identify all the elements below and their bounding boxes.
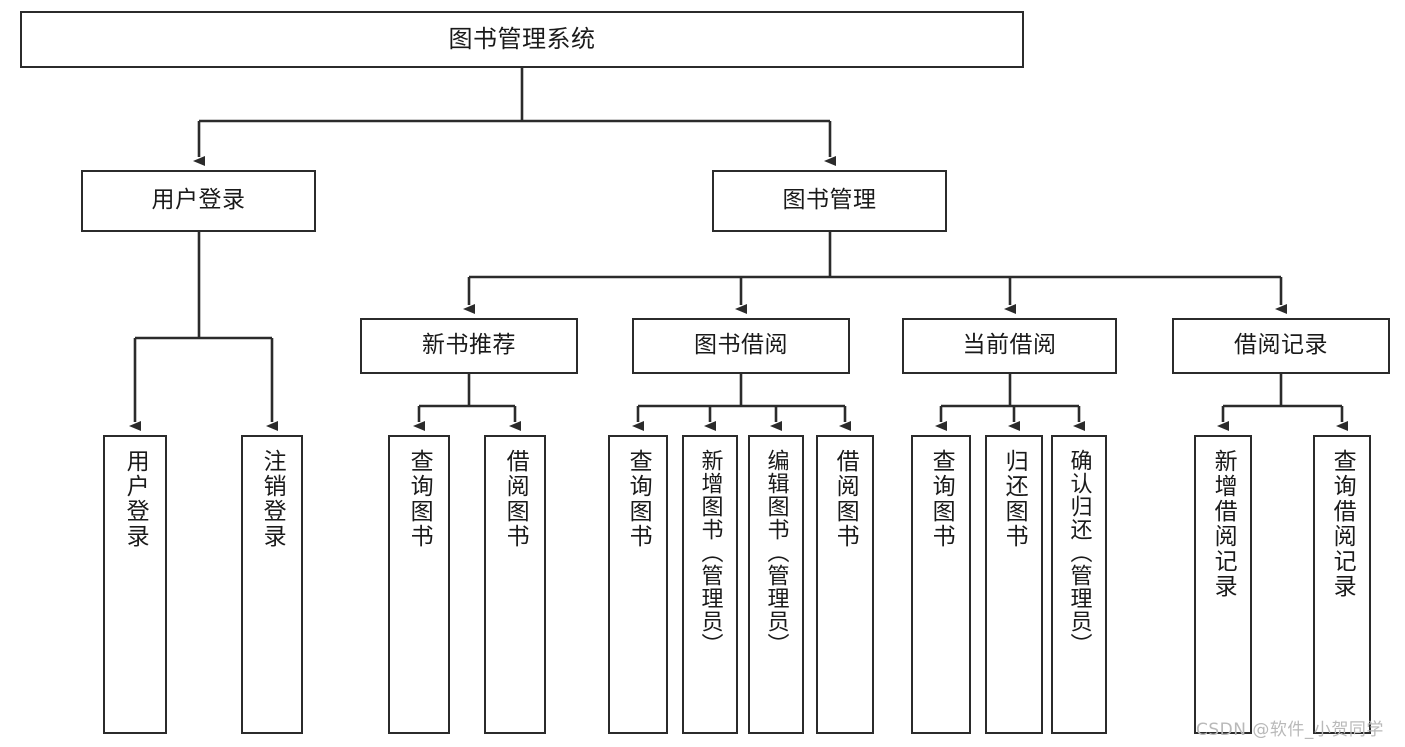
- node-label: 查询图书: [625, 449, 652, 549]
- node-label: 查询借阅记录: [1329, 449, 1356, 599]
- node-l11[interactable]: 确认归还（管理员）: [1051, 435, 1107, 734]
- node-login[interactable]: 用户登录: [81, 170, 316, 232]
- node-label: 新增图书（管理员）: [697, 449, 723, 656]
- node-l4[interactable]: 借阅图书: [484, 435, 546, 734]
- node-label: 新增借阅记录: [1210, 449, 1237, 599]
- node-label: 借阅图书: [502, 449, 529, 549]
- node-label: 借阅记录: [1234, 332, 1328, 359]
- node-label: 查询图书: [928, 449, 955, 549]
- node-label: 图书管理系统: [448, 25, 596, 54]
- node-l3[interactable]: 查询图书: [388, 435, 450, 734]
- node-borrow[interactable]: 图书借阅: [632, 318, 850, 374]
- node-label: 注销登录: [259, 449, 286, 549]
- node-l7[interactable]: 编辑图书（管理员）: [748, 435, 804, 734]
- node-label: 用户登录: [122, 449, 149, 549]
- node-root[interactable]: 图书管理系统: [20, 11, 1024, 68]
- node-label: 新书推荐: [422, 332, 516, 359]
- node-bookmgmt[interactable]: 图书管理: [712, 170, 947, 232]
- node-l1[interactable]: 用户登录: [103, 435, 167, 734]
- node-label: 图书管理: [782, 187, 877, 214]
- node-newbook[interactable]: 新书推荐: [360, 318, 578, 374]
- node-l9[interactable]: 查询图书: [911, 435, 971, 734]
- node-label: 确认归还（管理员）: [1066, 449, 1092, 656]
- node-label: 归还图书: [1001, 449, 1028, 549]
- node-l10[interactable]: 归还图书: [985, 435, 1043, 734]
- node-current[interactable]: 当前借阅: [902, 318, 1117, 374]
- node-label: 编辑图书（管理员）: [763, 449, 789, 656]
- node-l13[interactable]: 查询借阅记录: [1313, 435, 1371, 734]
- node-l2[interactable]: 注销登录: [241, 435, 303, 734]
- node-label: 当前借阅: [962, 332, 1057, 359]
- node-label: 借阅图书: [832, 449, 859, 549]
- node-records[interactable]: 借阅记录: [1172, 318, 1390, 374]
- node-l8[interactable]: 借阅图书: [816, 435, 874, 734]
- node-l6[interactable]: 新增图书（管理员）: [682, 435, 738, 734]
- node-label: 图书借阅: [694, 332, 788, 359]
- node-label: 用户登录: [151, 187, 246, 214]
- node-label: 查询图书: [406, 449, 433, 549]
- node-l12[interactable]: 新增借阅记录: [1194, 435, 1252, 734]
- watermark-text: CSDN @软件_小贺同学: [1196, 720, 1384, 740]
- node-l5[interactable]: 查询图书: [608, 435, 668, 734]
